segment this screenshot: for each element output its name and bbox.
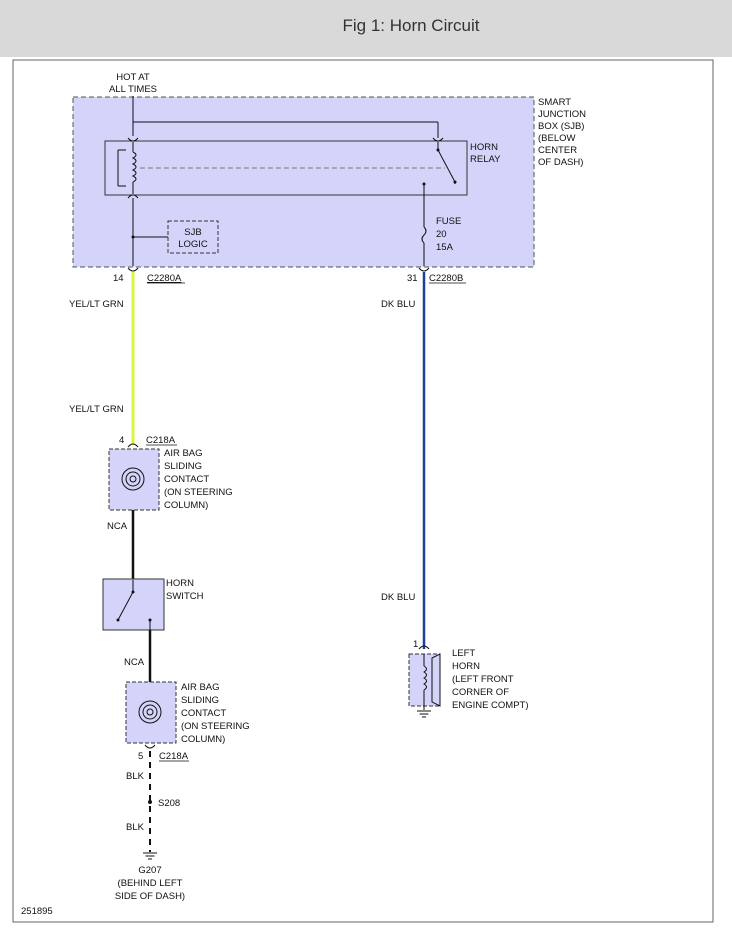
sjb-label-2: JUNCTION bbox=[538, 109, 586, 120]
splice-s208 bbox=[148, 800, 152, 804]
splice-s208-label: S208 bbox=[158, 798, 180, 809]
horn-switch-label-2: SWITCH bbox=[166, 591, 204, 602]
pin-14: 14 bbox=[113, 273, 124, 284]
connector-c218a-top: C218A bbox=[146, 435, 176, 446]
nca-label-bottom: NCA bbox=[124, 657, 145, 668]
horn-switch-label-1: HORN bbox=[166, 578, 194, 589]
sjb-logic-box bbox=[167, 220, 219, 254]
sjb-label-4: (BELOW bbox=[538, 133, 576, 144]
wire-yel-label-bottom: YEL/LT GRN bbox=[69, 404, 124, 415]
horn-switch-icon bbox=[117, 591, 134, 621]
horn-relay-label-2: RELAY bbox=[470, 154, 501, 165]
sjb-label-1: SMART bbox=[538, 97, 571, 108]
pin-4: 4 bbox=[119, 435, 124, 446]
wire-dkblu-label-top: DK BLU bbox=[381, 299, 415, 310]
relay-switch-icon bbox=[437, 149, 456, 183]
relay-coil-icon bbox=[131, 151, 137, 183]
connector-c2280b: C2280B bbox=[429, 273, 463, 284]
header-bar bbox=[0, 0, 732, 57]
pin-1: 1 bbox=[413, 639, 418, 650]
airbag-bottom-label-2: SLIDING bbox=[181, 695, 219, 706]
sjb-logic-label-2: LOGIC bbox=[178, 239, 208, 250]
hot-at-label-1: HOT AT bbox=[116, 72, 150, 83]
connector-c2280a: C2280A bbox=[147, 273, 182, 284]
ground-g207-label-2: (BEHIND LEFT bbox=[118, 878, 183, 889]
figure-id: 251895 bbox=[21, 906, 53, 917]
sjb-label-6: OF DASH) bbox=[538, 157, 583, 168]
airbag-contact-top bbox=[108, 448, 160, 511]
ground-g207-label-3: SIDE OF DASH) bbox=[115, 891, 185, 902]
horn-coil-icon bbox=[423, 665, 427, 691]
blk-label-top: BLK bbox=[126, 771, 145, 782]
airbag-top-label-2: SLIDING bbox=[164, 461, 202, 472]
airbag-top-label-1: AIR BAG bbox=[164, 448, 203, 459]
hot-at-label-2: ALL TIMES bbox=[109, 84, 157, 95]
airbag-top-label-4: (ON STEERING bbox=[164, 487, 233, 498]
fuse-label-3: 15A bbox=[436, 242, 454, 253]
airbag-top-label-3: CONTACT bbox=[164, 474, 209, 485]
clockspring-icon-top bbox=[121, 467, 145, 491]
airbag-top-label-5: COLUMN) bbox=[164, 500, 208, 511]
horn-speaker-icon bbox=[431, 653, 441, 707]
fuse-label-2: 20 bbox=[436, 229, 447, 240]
left-horn-label-1: LEFT bbox=[452, 648, 475, 659]
sjb-label-5: CENTER bbox=[538, 145, 577, 156]
airbag-bottom-label-1: AIR BAG bbox=[181, 682, 220, 693]
horn-relay-label-1: HORN bbox=[470, 142, 498, 153]
pin-31: 31 bbox=[407, 273, 418, 284]
left-horn-label-4: CORNER OF bbox=[452, 687, 509, 698]
clockspring-icon-bottom bbox=[138, 700, 162, 724]
airbag-contact-bottom bbox=[125, 681, 177, 744]
nca-label-top: NCA bbox=[107, 521, 128, 532]
left-horn-label-3: (LEFT FRONT bbox=[452, 674, 514, 685]
fuse-icon bbox=[421, 226, 427, 244]
ground-g207-label-1: G207 bbox=[138, 865, 161, 876]
sjb-label-3: BOX (SJB) bbox=[538, 121, 584, 132]
connector-c218a-bottom: C218A bbox=[159, 751, 189, 762]
ground-symbol-icon-horn bbox=[417, 710, 431, 718]
fuse-label-1: FUSE bbox=[436, 216, 461, 227]
left-horn-label-5: ENGINE COMPT) bbox=[452, 700, 529, 711]
ground-symbol-icon-g207 bbox=[143, 852, 157, 860]
diagram-frame bbox=[12, 59, 714, 923]
sjb-logic-label-1: SJB bbox=[184, 227, 201, 238]
pin-5: 5 bbox=[138, 751, 143, 762]
airbag-bottom-label-4: (ON STEERING bbox=[181, 721, 250, 732]
blk-label-bottom: BLK bbox=[126, 822, 145, 833]
airbag-bottom-label-3: CONTACT bbox=[181, 708, 226, 719]
wire-dkblu-label-bottom: DK BLU bbox=[381, 592, 415, 603]
left-horn-label-2: HORN bbox=[452, 661, 480, 672]
wire-yel-label-top: YEL/LT GRN bbox=[69, 299, 124, 310]
figure-title: Fig 1: Horn Circuit bbox=[342, 16, 480, 35]
airbag-bottom-label-5: COLUMN) bbox=[181, 734, 225, 745]
